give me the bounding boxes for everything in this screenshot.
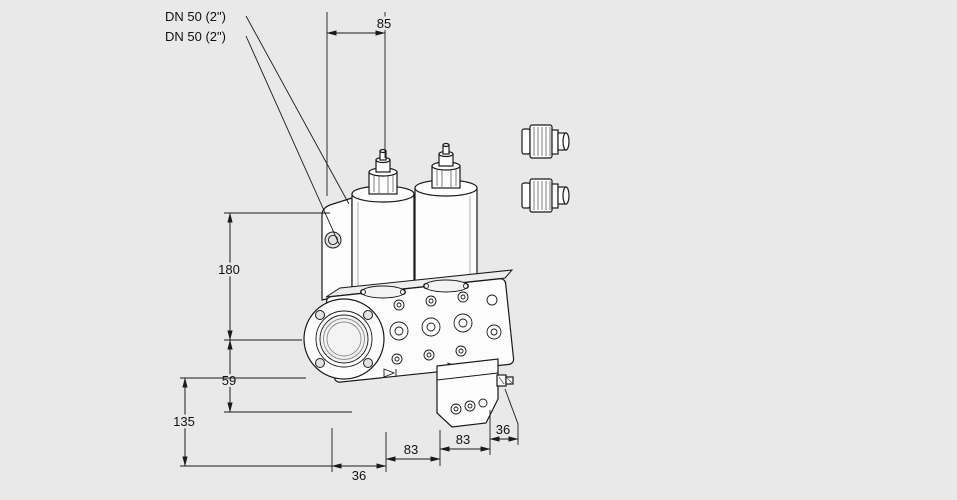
dim-59-label: 59: [222, 373, 236, 388]
dim-85-label: 85: [377, 16, 391, 31]
flange-port: [303, 298, 385, 380]
pressure-regulator: [436, 358, 499, 428]
dimension-bottom-83-left: 83: [385, 430, 441, 466]
bracket-hole: [324, 231, 342, 249]
dim-36-right-label: 36: [496, 422, 510, 437]
dn-label-2: DN 50 (2"): [165, 29, 226, 44]
solenoid-left: [351, 148, 415, 295]
test-nipple: [496, 374, 514, 387]
dim-83-right-label: 83: [456, 432, 470, 447]
dn-callouts: DN 50 (2") DN 50 (2"): [165, 9, 350, 245]
dimension-height-135: 135: [171, 377, 332, 467]
dim-180-label: 180: [218, 262, 240, 277]
dim-83-left-label: 83: [404, 442, 418, 457]
body-screws: [389, 291, 502, 365]
dimension-height-180: 180: [216, 212, 330, 341]
fitting-upper: [521, 124, 570, 159]
dn-label-1: DN 50 (2"): [165, 9, 226, 24]
dimension-height-59: 59: [219, 339, 352, 413]
dimension-bottom-36-right: 36: [489, 388, 519, 445]
dimension-top-width: 85: [326, 12, 394, 196]
valve-assembly: [303, 124, 570, 428]
dim-135-label: 135: [173, 414, 195, 429]
fitting-lower: [521, 178, 570, 213]
dimension-bottom-83-right: 83: [439, 410, 491, 455]
dim-36-left-label: 36: [352, 468, 366, 483]
dn-leader-line-1: [245, 15, 350, 205]
dimensions: 85 180 59 135 36: [171, 12, 519, 486]
solenoid-right: [414, 142, 478, 289]
dimension-bottom-36-left: 36: [331, 428, 387, 486]
dn-leader-line-2: [245, 35, 340, 245]
